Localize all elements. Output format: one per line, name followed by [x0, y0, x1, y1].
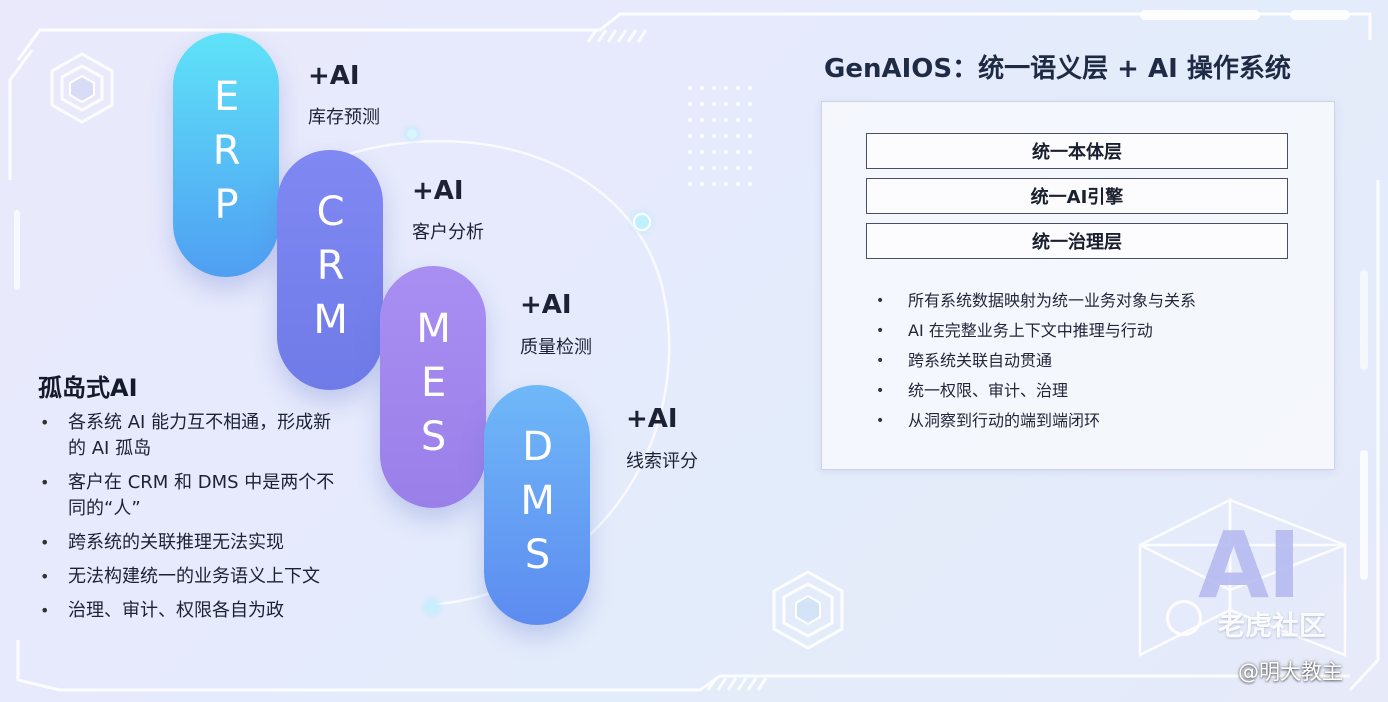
system-label-dms: DMS	[514, 424, 561, 586]
list-item: 无法构建统一的业务语义上下文	[38, 564, 338, 590]
list-item: 跨系统关联自动贯通	[874, 351, 1196, 371]
system-label-mes: MES	[410, 306, 457, 468]
system-pill-mes: MES	[380, 266, 486, 508]
list-item: 客户在 CRM 和 DMS 中是两个不同的“人”	[38, 470, 338, 522]
watermark-author: @明大教主	[1238, 660, 1343, 684]
list-item: 治理、审计、权限各自为政	[38, 598, 338, 624]
genaios-list: 所有系统数据映射为统一业务对象与关系 AI 在完整业务上下文中推理与行动 跨系统…	[874, 291, 1196, 441]
list-item: 从洞察到行动的端到端闭环	[874, 411, 1196, 431]
list-item: 统一权限、审计、治理	[874, 381, 1196, 401]
ai-use-mes: 质量检测	[520, 337, 592, 358]
system-pill-crm: CRM	[277, 150, 383, 390]
system-label-crm: CRM	[307, 189, 354, 351]
genaios-title: GenAIOS：统一语义层 + AI 操作系统	[824, 54, 1291, 84]
ai-use-dms: 线索评分	[626, 451, 698, 472]
tiger-community-icon	[1166, 600, 1202, 636]
ai-logo-decor: AI	[1198, 512, 1301, 619]
list-item: 各系统 AI 能力互不相通，形成新的 AI 孤岛	[38, 410, 338, 462]
island-ai-title: 孤岛式AI	[38, 374, 138, 402]
list-item: AI 在完整业务上下文中推理与行动	[874, 321, 1196, 341]
island-ai-list: 各系统 AI 能力互不相通，形成新的 AI 孤岛 客户在 CRM 和 DMS 中…	[38, 410, 338, 632]
ai-tag-dms: +AI	[626, 404, 678, 434]
watermark-brand: 老虎社区	[1218, 611, 1326, 642]
layer-ontology: 统一本体层	[866, 133, 1288, 169]
ai-tag-erp: +AI	[308, 61, 360, 91]
ai-use-crm: 客户分析	[412, 222, 484, 243]
layer-governance: 统一治理层	[866, 223, 1288, 259]
ai-tag-mes: +AI	[520, 290, 572, 320]
ai-use-erp: 库存预测	[308, 107, 380, 128]
layer-ai-engine: 统一AI引擎	[866, 178, 1288, 214]
system-pill-erp: ERP	[173, 33, 279, 277]
list-item: 跨系统的关联推理无法实现	[38, 530, 338, 556]
system-label-erp: ERP	[203, 74, 250, 236]
ai-tag-crm: +AI	[412, 176, 464, 206]
system-pill-dms: DMS	[484, 385, 590, 625]
list-item: 所有系统数据映射为统一业务对象与关系	[874, 291, 1196, 311]
